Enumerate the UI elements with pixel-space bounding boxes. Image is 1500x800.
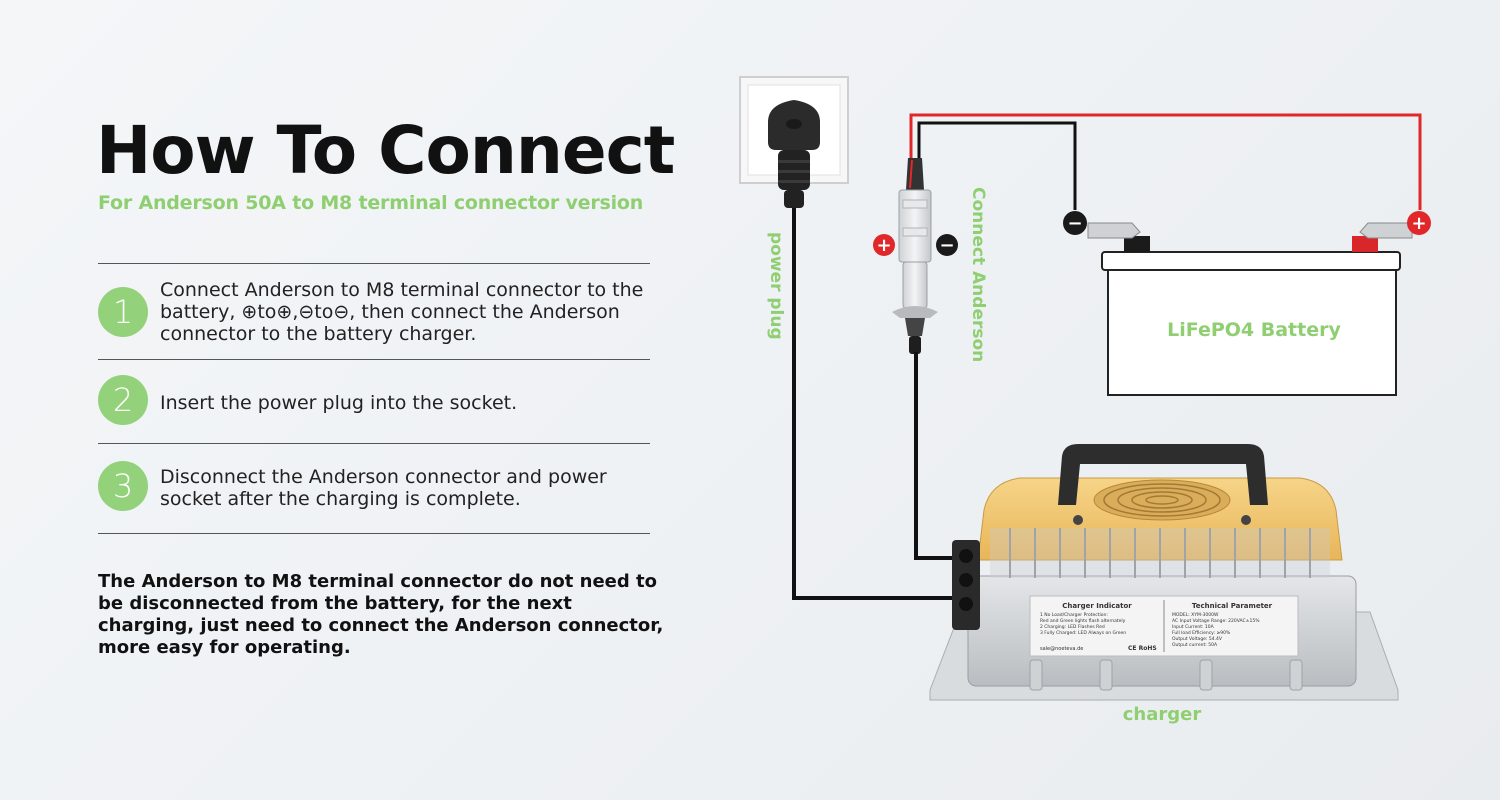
step-1-number: 1	[98, 287, 148, 337]
power-cord	[792, 208, 956, 600]
black-wire	[917, 121, 1077, 210]
step-2-text: Insert the power plug into the socket.	[160, 392, 518, 414]
step-3-text: Disconnect the Anderson connector and po…	[160, 466, 607, 510]
svg-text:2 Charging: LED Flashes Red: 2 Charging: LED Flashes Red	[1040, 624, 1105, 630]
step-1-text: Connect Anderson to M8 terminal connecto…	[160, 279, 644, 345]
plate-right-title: Technical Parameter	[1192, 602, 1273, 610]
svg-text:AC Input Voltage Range: 220VAC: AC Input Voltage Range: 220VAC±15%	[1172, 618, 1260, 624]
battery-plus-icon: +	[1407, 211, 1431, 235]
page-title: How To Connect	[96, 112, 675, 189]
operating-note: The Anderson to M8 terminal connector do…	[98, 571, 664, 658]
divider	[98, 533, 650, 534]
svg-text:+: +	[1411, 213, 1426, 234]
charger-label: charger	[1123, 704, 1202, 725]
svg-text:Output current: 50A: Output current: 50A	[1172, 642, 1218, 648]
anderson-plus-icon: +	[873, 234, 895, 256]
svg-text:CE RoHS: CE RoHS	[1128, 645, 1157, 652]
divider	[98, 443, 650, 444]
charger	[929, 444, 1399, 701]
plate-left-title: Charger Indicator	[1062, 602, 1132, 610]
anderson-minus-icon: −	[936, 234, 958, 256]
divider	[98, 359, 650, 360]
svg-text:−: −	[939, 235, 954, 256]
battery-label: LiFePO4 Battery	[1167, 319, 1341, 341]
svg-text:1 No Load/Charger Protection:: 1 No Load/Charger Protection:	[1040, 612, 1108, 618]
charger-cable	[914, 352, 970, 560]
battery-minus-icon: −	[1063, 211, 1087, 235]
svg-text:Red and Green lights flash alt: Red and Green lights flash alternately	[1040, 618, 1126, 624]
svg-text:Input Current: 10A: Input Current: 10A	[1172, 624, 1215, 630]
step-3-number: 3	[98, 461, 148, 511]
svg-text:Full load Efficiency: ≥90%: Full load Efficiency: ≥90%	[1172, 630, 1231, 636]
svg-text:MODEL: XYM-3000W: MODEL: XYM-3000W	[1172, 612, 1219, 618]
charger-nameplate: Charger Indicator 1 No Load/Charger Prot…	[1040, 602, 1273, 652]
svg-text:−: −	[1067, 213, 1082, 234]
anderson-label: Connect Anderson	[968, 187, 988, 362]
svg-text:Output Voltage: 54.4V: Output Voltage: 54.4V	[1172, 636, 1223, 642]
svg-text:3 Fully Charged: LED Always on: 3 Fully Charged: LED Always on Green	[1040, 630, 1126, 636]
page-subtitle: For Anderson 50A to M8 terminal connecto…	[98, 192, 644, 214]
power-plug-label: power plug	[766, 232, 786, 340]
power-plug	[768, 100, 820, 208]
battery	[1087, 222, 1413, 396]
anderson-connector	[892, 158, 938, 354]
svg-text:sale@noeteva.de: sale@noeteva.de	[1040, 646, 1083, 652]
divider	[98, 263, 650, 264]
svg-text:+: +	[876, 235, 891, 256]
step-2-number: 2	[98, 375, 148, 425]
red-wire	[909, 113, 1422, 210]
